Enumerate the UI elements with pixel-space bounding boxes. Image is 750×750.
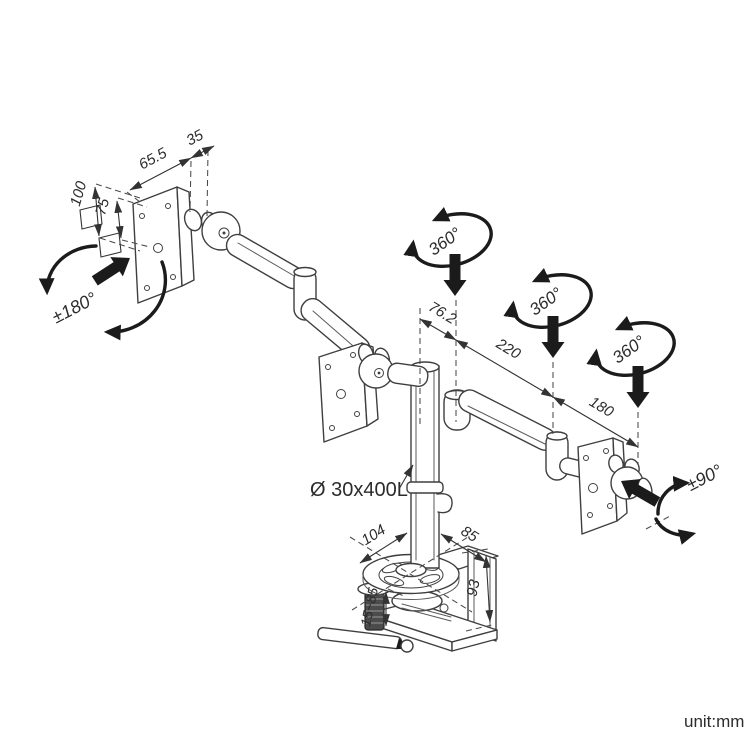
dim-76-2-label: 76.2 xyxy=(425,298,459,328)
cable-clip xyxy=(436,493,453,514)
center-monitor-mount xyxy=(318,342,429,443)
rotation-360-label-c: 360° xyxy=(609,332,649,368)
rotation-360-label-a: 360° xyxy=(425,224,465,260)
dimension-lines xyxy=(79,145,639,627)
pole-leader-line xyxy=(398,464,414,490)
dim-100-label: 100 xyxy=(67,179,90,208)
right-monitor-mount xyxy=(577,437,653,535)
support-pole xyxy=(395,361,453,578)
dim-85-label: 85 xyxy=(458,523,482,547)
rotation-90-label: ±90° xyxy=(683,460,725,495)
desk-clamp xyxy=(317,545,499,653)
vesa-100-square xyxy=(79,204,103,230)
vesa-75-square xyxy=(98,232,122,258)
rotation-annotations xyxy=(38,206,697,545)
dim-35-label: 35 xyxy=(184,126,207,149)
dim-220-label: 220 xyxy=(492,335,524,363)
left-monitor-mount xyxy=(132,186,241,304)
rotation-360-label-b: 360° xyxy=(526,284,566,320)
dim-65-5-label: 65.5 xyxy=(136,144,170,173)
left-arm xyxy=(225,233,371,361)
dim-180-label: 180 xyxy=(586,393,617,421)
dim-75-label: 75 xyxy=(92,196,113,217)
pole-spec-label: Ø 30x400L xyxy=(310,479,408,501)
right-arm xyxy=(443,389,596,481)
dim-93-label: 93 xyxy=(464,577,484,597)
rotation-180-label: ±180° xyxy=(49,288,100,327)
unit-note: unit:mm xyxy=(684,712,744,731)
